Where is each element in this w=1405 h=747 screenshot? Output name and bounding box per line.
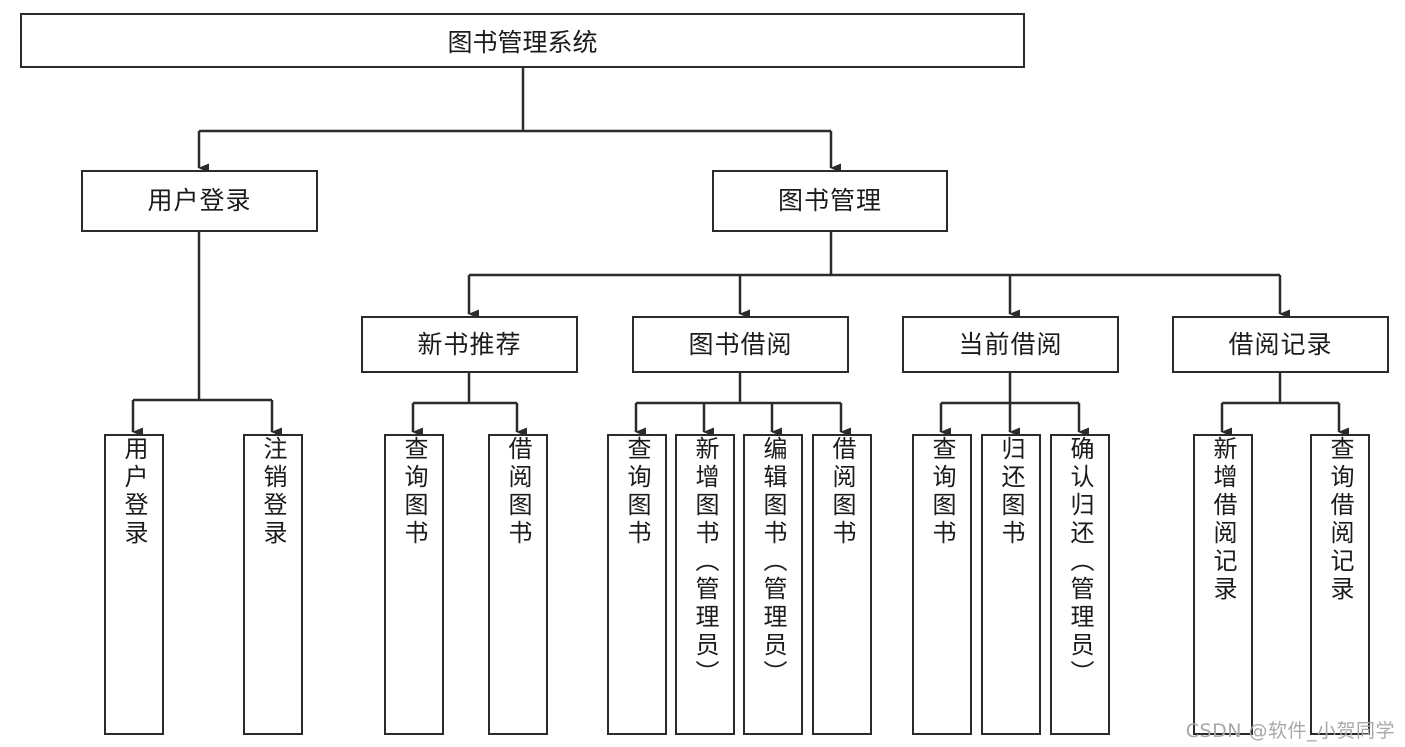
node-book-management[interactable]: 图书管理 xyxy=(712,170,948,232)
leaf-borrow-book-rec-label: 借阅图书 xyxy=(504,436,532,548)
leaf-return-book[interactable]: 归还图书 xyxy=(981,434,1041,735)
leaf-query-borrow-record[interactable]: 查询借阅记录 xyxy=(1310,434,1370,735)
node-book-borrow-label: 图书借阅 xyxy=(688,329,793,359)
leaf-query-book-borrow-label: 查询图书 xyxy=(623,436,651,548)
leaf-query-book-borrow[interactable]: 查询图书 xyxy=(607,434,667,735)
node-root[interactable]: 图书管理系统 xyxy=(20,13,1025,68)
node-root-label: 图书管理系统 xyxy=(447,27,598,57)
node-user-login[interactable]: 用户登录 xyxy=(81,170,318,232)
leaf-query-borrow-record-label: 查询借阅记录 xyxy=(1326,436,1354,604)
leaf-query-book-current-label: 查询图书 xyxy=(928,436,956,548)
node-current-borrow-label: 当前借阅 xyxy=(958,329,1063,359)
leaf-edit-book-admin-label: 编辑图书（管理员） xyxy=(759,436,787,688)
leaf-logout-label: 注销登录 xyxy=(259,436,287,548)
node-new-book-recommend-label: 新书推荐 xyxy=(417,329,522,359)
leaf-edit-book-admin[interactable]: 编辑图书（管理员） xyxy=(743,434,803,735)
leaf-borrow-book-label: 借阅图书 xyxy=(828,436,856,548)
leaf-confirm-return-admin[interactable]: 确认归还（管理员） xyxy=(1050,434,1110,735)
leaf-query-book-rec[interactable]: 查询图书 xyxy=(384,434,444,735)
leaf-query-book-current[interactable]: 查询图书 xyxy=(912,434,972,735)
leaf-return-book-label: 归还图书 xyxy=(997,436,1025,548)
node-user-login-label: 用户登录 xyxy=(147,186,252,216)
leaf-borrow-book[interactable]: 借阅图书 xyxy=(812,434,872,735)
node-current-borrow[interactable]: 当前借阅 xyxy=(902,316,1119,373)
leaf-user-login-label: 用户登录 xyxy=(120,436,148,548)
node-new-book-recommend[interactable]: 新书推荐 xyxy=(361,316,578,373)
node-book-management-label: 图书管理 xyxy=(777,186,882,216)
leaf-add-borrow-record[interactable]: 新增借阅记录 xyxy=(1193,434,1253,735)
leaf-add-book-admin-label: 新增图书（管理员） xyxy=(691,436,719,688)
leaf-logout[interactable]: 注销登录 xyxy=(243,434,303,735)
leaf-confirm-return-admin-label: 确认归还（管理员） xyxy=(1066,436,1094,688)
leaf-user-login[interactable]: 用户登录 xyxy=(104,434,164,735)
node-borrow-records[interactable]: 借阅记录 xyxy=(1172,316,1389,373)
leaf-add-book-admin[interactable]: 新增图书（管理员） xyxy=(675,434,735,735)
node-borrow-records-label: 借阅记录 xyxy=(1228,329,1333,359)
leaf-borrow-book-rec[interactable]: 借阅图书 xyxy=(488,434,548,735)
leaf-add-borrow-record-label: 新增借阅记录 xyxy=(1209,436,1237,604)
node-book-borrow[interactable]: 图书借阅 xyxy=(632,316,849,373)
leaf-query-book-rec-label: 查询图书 xyxy=(400,436,428,548)
